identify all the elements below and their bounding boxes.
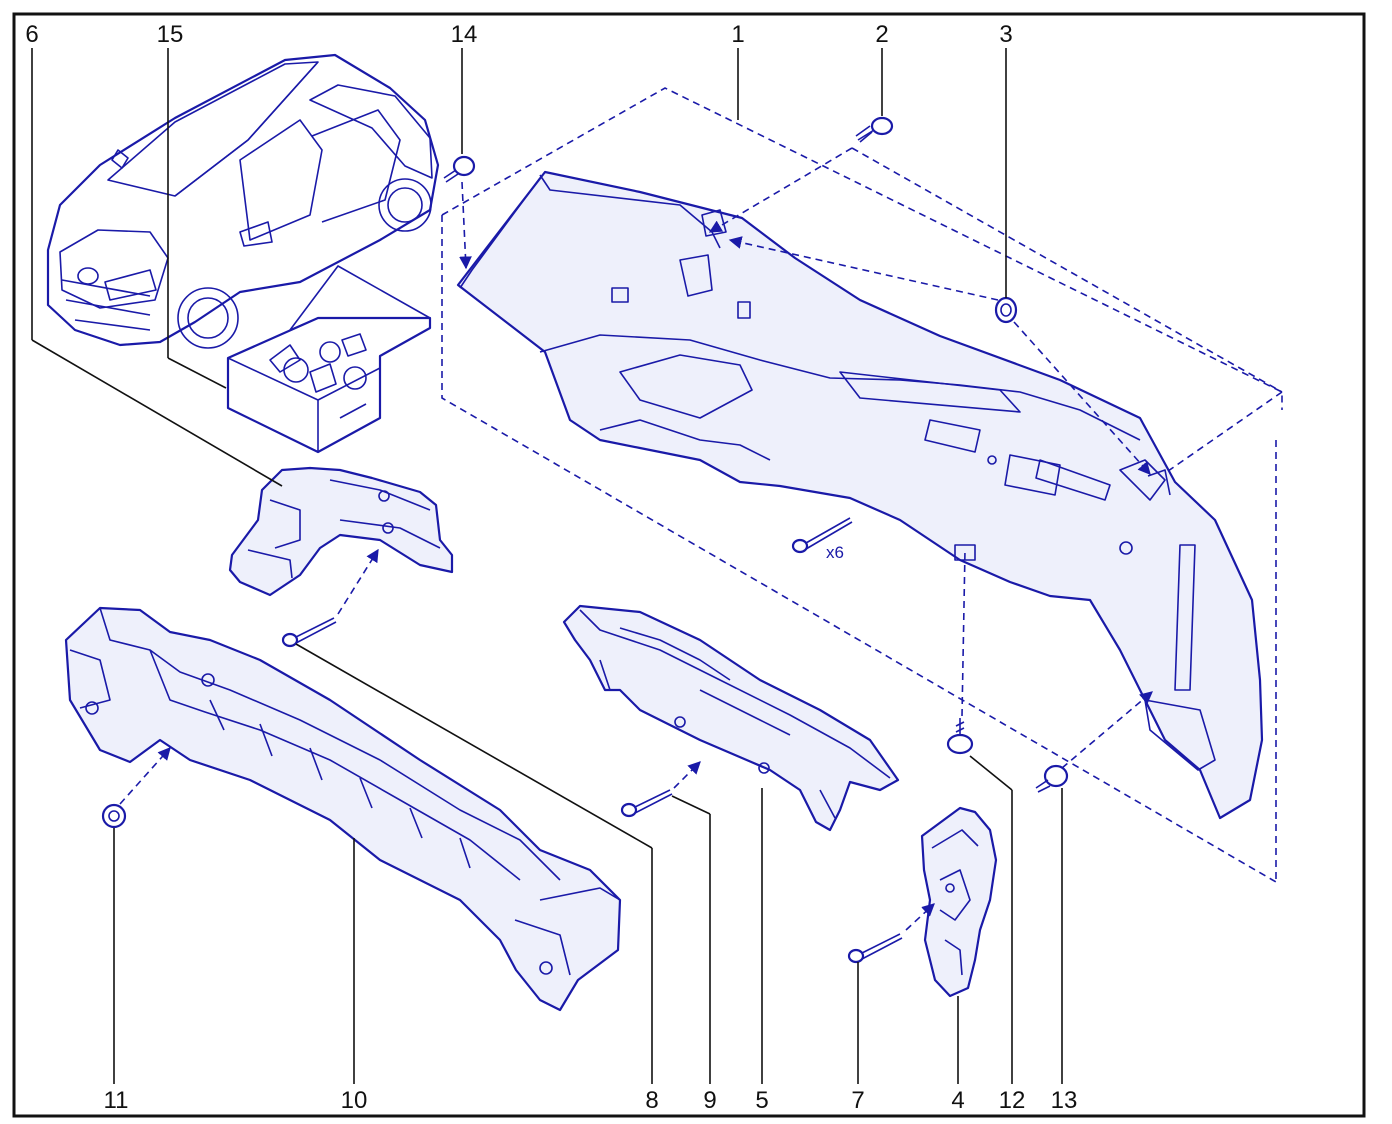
callout-2: 2 [875, 21, 888, 48]
crossmember [64, 606, 622, 1012]
bumper-cover [456, 170, 1264, 820]
diagram-frame [12, 12, 1366, 1118]
right-bracket [920, 806, 998, 998]
callout-5: 5 [755, 1087, 768, 1114]
rivet-x6: x6 [791, 517, 853, 562]
assembly-arrows [119, 147, 1153, 931]
callout-13: 13 [1051, 1087, 1078, 1114]
callout-1: 1 [731, 21, 744, 48]
callout-3: 3 [999, 21, 1012, 48]
callout-9: 9 [703, 1087, 716, 1114]
assembly-envelope [441, 87, 1283, 883]
rivet-7 [847, 933, 903, 964]
left-bracket [228, 466, 454, 597]
callout-12: 12 [999, 1087, 1026, 1114]
quantity-note: x6 [826, 543, 844, 562]
callout-8: 8 [645, 1087, 658, 1114]
callout-6: 6 [25, 21, 38, 48]
clip-3 [994, 296, 1018, 324]
callout-14: 14 [451, 21, 478, 48]
leader-lines [31, 48, 1063, 1084]
rivet-9 [620, 789, 673, 818]
callout-numbers: 6 15 14 1 2 3 11 10 8 9 5 7 4 12 13 [25, 21, 1077, 1114]
callout-7: 7 [851, 1087, 864, 1114]
screw-14 [443, 155, 476, 183]
center-bracket [562, 604, 900, 832]
screw-13 [1035, 764, 1069, 793]
callout-10: 10 [341, 1087, 368, 1114]
callout-4: 4 [951, 1087, 964, 1114]
screw-2 [855, 116, 894, 143]
parts-box [226, 265, 432, 454]
rivet-8 [281, 617, 337, 648]
nut-11 [101, 803, 127, 829]
callout-11: 11 [104, 1087, 129, 1114]
car-illustration [46, 53, 440, 349]
screw-12 [946, 718, 974, 755]
callout-15: 15 [157, 21, 184, 48]
